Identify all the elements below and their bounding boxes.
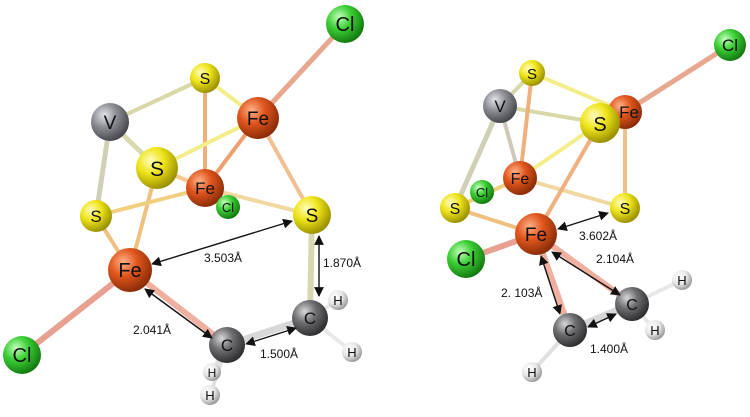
distance-arrow <box>587 313 617 328</box>
atom-c: C <box>209 327 245 363</box>
distance-label: 1.400Å <box>590 341 628 356</box>
atom-label: S <box>306 206 319 227</box>
atom-fe: Fe <box>108 248 152 292</box>
atom-label: H <box>347 345 356 360</box>
atom-cl: Cl <box>714 29 746 61</box>
atom-h: H <box>200 385 220 405</box>
atom-label: C <box>304 309 316 328</box>
atom-h: H <box>645 320 665 340</box>
atom-label: H <box>205 388 214 403</box>
distance-arrow <box>557 211 609 231</box>
atom-label: Cl <box>222 200 234 215</box>
atom-label: Cl <box>722 36 738 55</box>
atom-fe: Fe <box>237 97 279 139</box>
distance-arrows <box>539 211 621 328</box>
atom-label: V <box>494 97 506 116</box>
atom-cl: Cl <box>447 240 485 278</box>
atom-label: Fe <box>619 103 639 122</box>
atom-label: S <box>450 201 461 218</box>
atom-fe: Fe <box>515 213 557 255</box>
atom-label: H <box>650 323 659 338</box>
atom-v: V <box>483 89 517 123</box>
atom-label: Fe <box>195 179 215 198</box>
atom-h: H <box>328 290 348 310</box>
atom-label: S <box>593 114 606 136</box>
distance-label: 2.104Å <box>596 251 634 266</box>
atom-s: S <box>440 193 470 223</box>
atom-label: S <box>90 207 101 226</box>
atom-cl: Cl <box>326 5 364 43</box>
atom-s: S <box>136 147 178 189</box>
left-structure: Cl S V Fe Fe Cl S S <box>3 5 364 405</box>
atom-label: H <box>677 273 686 288</box>
distance-arrows <box>144 218 324 346</box>
atom-s: S <box>519 60 545 86</box>
atom-h: H <box>672 270 692 290</box>
atom-label: H <box>208 366 217 380</box>
atom-label: S <box>150 158 164 181</box>
atom-label: Cl <box>457 249 476 271</box>
distance-arrow <box>144 288 213 339</box>
atom-s: S <box>293 196 331 234</box>
atom-cl: Cl <box>3 336 41 374</box>
distance-arrow <box>245 326 297 346</box>
atom-s: S <box>80 200 112 232</box>
distance-label: 1.870Å <box>323 255 361 270</box>
atom-c: C <box>615 287 649 321</box>
distance-arrow <box>551 251 621 296</box>
atom-label: Cl <box>336 14 355 36</box>
atom-fe: Fe <box>186 169 224 207</box>
atom-s: S <box>190 63 220 93</box>
atom-label: S <box>620 201 631 218</box>
distance-label: 2.041Å <box>133 322 171 337</box>
atom-label: Fe <box>511 171 530 188</box>
distance-label: 2. 103Å <box>501 285 542 300</box>
distance-label: 3.602Å <box>579 228 617 243</box>
atom-label: H <box>527 365 536 380</box>
atom-label: C <box>564 323 576 340</box>
atom-label: V <box>104 113 117 134</box>
atom-c: C <box>553 313 587 347</box>
atom-c: C <box>292 300 328 336</box>
atom-cl: Cl <box>470 180 494 204</box>
distance-arrow <box>151 218 293 267</box>
atom-label: S <box>527 66 537 83</box>
atom-s: S <box>610 193 640 223</box>
atom-label: Fe <box>525 225 547 246</box>
atom-h: H <box>203 363 221 381</box>
atom-label: H <box>333 293 342 308</box>
atom-cl: Cl <box>216 195 240 219</box>
distance-label: 3.503Å <box>204 250 242 265</box>
atom-label: Fe <box>247 109 269 130</box>
atom-fe: Fe <box>503 161 537 195</box>
atom-label: Fe <box>118 260 141 282</box>
atom-s: S <box>580 103 620 143</box>
atom-label: C <box>626 297 638 314</box>
atom-label: S <box>200 71 211 88</box>
atom-h: H <box>522 362 542 382</box>
atom-v: V <box>91 103 129 141</box>
right-structure: Cl S V Fe S Fe Cl S <box>440 29 746 382</box>
atom-label: C <box>221 336 233 355</box>
atom-h: H <box>342 342 362 362</box>
distance-label: 1.500Å <box>260 346 298 361</box>
atom-label: Cl <box>13 345 32 367</box>
atom-label: Cl <box>476 185 488 200</box>
distance-arrow <box>539 255 562 315</box>
